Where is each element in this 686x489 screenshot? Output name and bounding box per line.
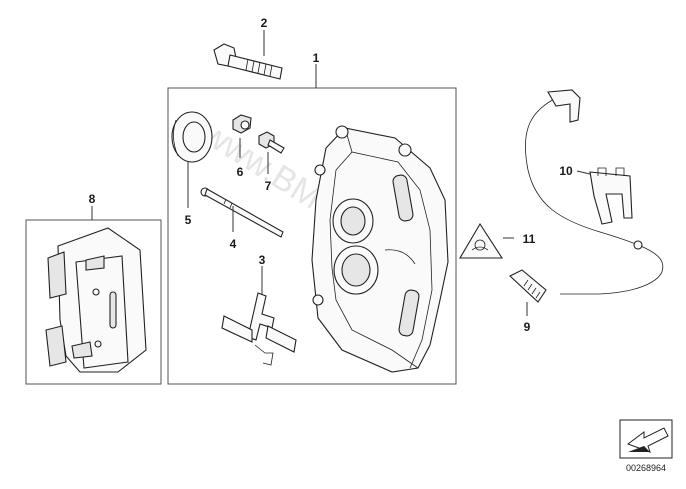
sensor-bracket: [589, 167, 633, 225]
callout-4: 4: [230, 237, 237, 251]
callout-8: 8: [89, 192, 96, 206]
bleed-valve: [232, 114, 252, 134]
bleed-screw: [258, 131, 285, 154]
warning-triangle-icon: [459, 222, 504, 259]
arrow-down-left-icon: [619, 419, 673, 459]
callout-7: 7: [265, 179, 272, 193]
bolt: [213, 43, 283, 80]
anti-rattle-clip: [221, 292, 297, 366]
brake-wear-sensor: [509, 89, 664, 303]
caliper-kit-box: [167, 87, 457, 385]
callout-2: 2: [261, 16, 268, 30]
callout-10: 10: [559, 164, 573, 178]
brake-caliper: [311, 125, 449, 373]
brake-pad-box: [25, 219, 162, 385]
piston-seal-ring: [171, 111, 213, 163]
callout-9: 9: [524, 320, 531, 334]
callout-3: 3: [259, 253, 266, 267]
callout-5: 5: [185, 213, 192, 227]
callout-6: 6: [237, 165, 244, 179]
callout-1: 1: [313, 51, 320, 65]
image-code: 00268964: [626, 463, 666, 473]
brake-pads: [45, 227, 147, 373]
leader-lines: [91, 30, 591, 316]
callout-11: 11: [523, 232, 536, 246]
guide-pin: [200, 187, 284, 238]
